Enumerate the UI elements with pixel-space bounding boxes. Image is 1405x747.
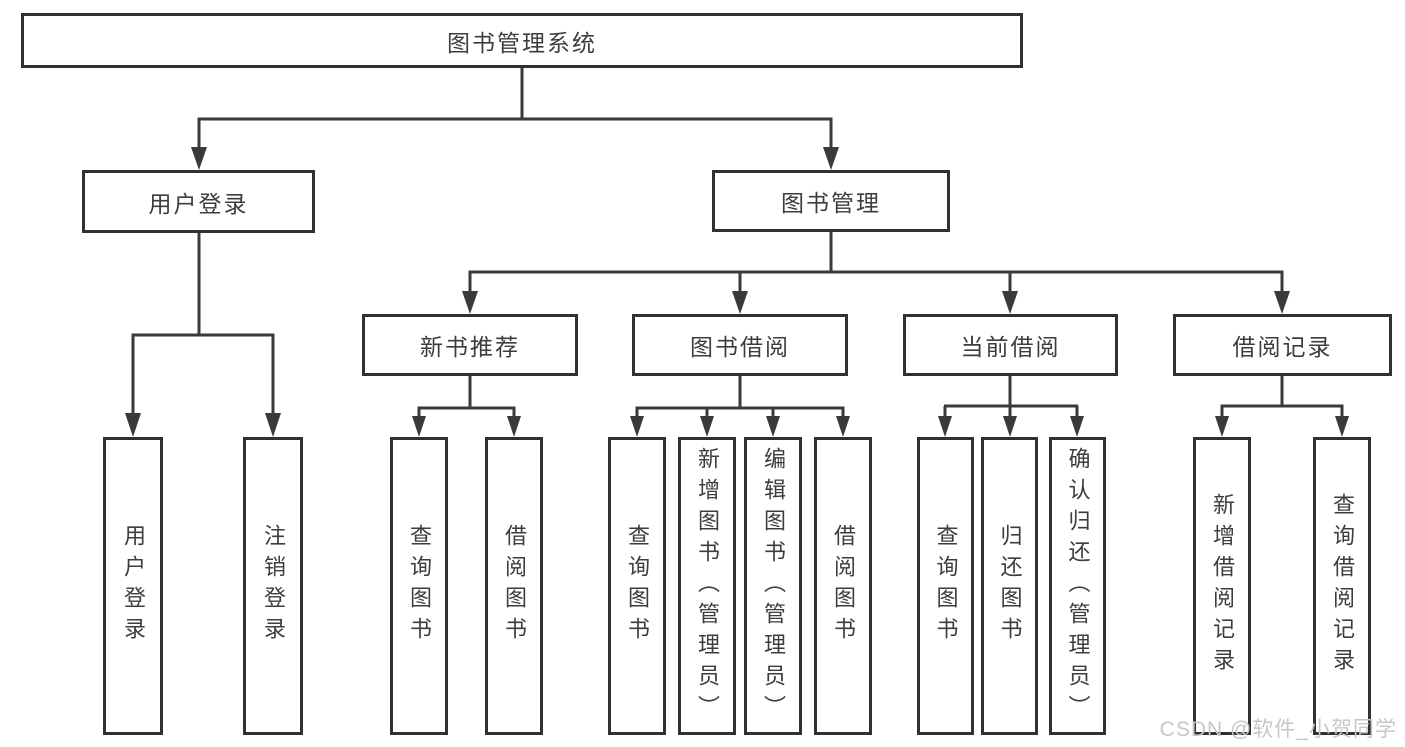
node-root-system: 图书管理系统 (21, 13, 1023, 68)
leaf-logout-login: 注销登录 (243, 437, 303, 735)
node-borrow-records: 借阅记录 (1173, 314, 1392, 376)
leaf-user-login: 用户登录 (103, 437, 163, 735)
node-book-management: 图书管理 (712, 170, 950, 232)
leaf-borrow-query-books: 查询图书 (608, 437, 666, 735)
leaf-recommend-borrow-books: 借阅图书 (485, 437, 543, 735)
connector-book-borrow-to-leaves (630, 376, 850, 437)
connector-new-book-recommend-to-leaves (412, 376, 521, 437)
leaf-return-books: 归还图书 (981, 437, 1038, 735)
connector-user-login-to-leaves (125, 233, 281, 437)
leaf-confirm-return-admin: 确认归还（管理员） (1049, 437, 1106, 735)
connector-book-management-to-level3 (462, 232, 1290, 314)
leaf-add-books-admin: 新增图书（管理员） (678, 437, 736, 735)
node-current-borrow: 当前借阅 (903, 314, 1118, 376)
csdn-watermark: CSDN @软件_小贺同学 (1159, 718, 1397, 741)
leaf-edit-books-admin: 编辑图书（管理员） (744, 437, 802, 735)
leaf-current-query-books: 查询图书 (917, 437, 974, 735)
node-new-book-recommend: 新书推荐 (362, 314, 578, 376)
connector-root-to-level2 (191, 68, 839, 170)
leaf-recommend-query-books: 查询图书 (390, 437, 448, 735)
connector-current-borrow-to-leaves (938, 376, 1084, 437)
leaf-query-borrow-record: 查询借阅记录 (1313, 437, 1371, 735)
node-user-login: 用户登录 (82, 170, 315, 233)
connector-borrow-records-to-leaves (1215, 376, 1349, 437)
leaf-add-borrow-record: 新增借阅记录 (1193, 437, 1251, 735)
node-book-borrow: 图书借阅 (632, 314, 848, 376)
leaf-borrow-books: 借阅图书 (814, 437, 872, 735)
